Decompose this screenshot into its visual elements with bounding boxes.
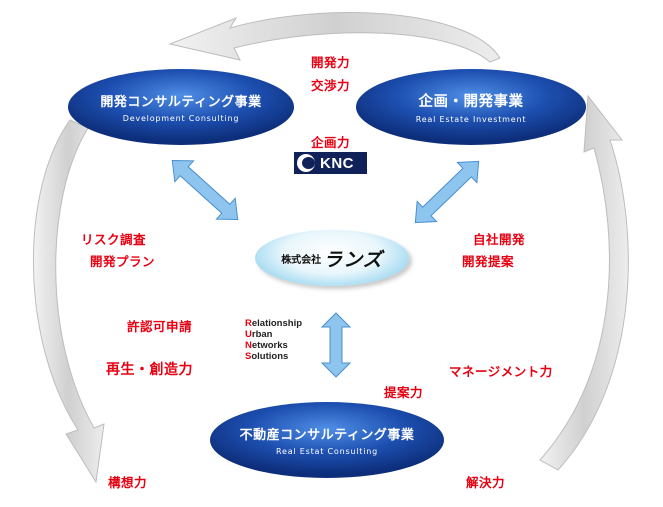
node-development-shape xyxy=(68,69,294,145)
cycle-arrow-left xyxy=(32,119,105,484)
center-company-name: ランズ xyxy=(323,248,383,271)
center-company-prefix: 株式会社 xyxy=(281,254,322,266)
knc-mark-icon xyxy=(297,154,315,172)
acronym-line: Urban xyxy=(245,329,273,340)
connector-arrow-right xyxy=(414,160,480,224)
label-kosho-ryoku: 交渉力 xyxy=(311,78,351,93)
connector-arrow-bottom xyxy=(320,312,352,378)
node-investment-title: 企画・開発事業 xyxy=(418,94,524,110)
label-kaiketsu-ryoku: 解決力 xyxy=(466,475,506,490)
node-investment-shape xyxy=(356,69,586,145)
acronym-list: Relationship Urban Networks Solutions xyxy=(245,318,302,362)
label-kikaku-ryoku: 企画力 xyxy=(311,135,351,150)
label-teian-ryoku: 提案力 xyxy=(384,385,424,400)
knc-logo-text: KNC xyxy=(320,154,354,172)
label-jisha-kaihatsu: 自社開発 xyxy=(473,232,526,247)
label-saisei: 再生・創造力 xyxy=(106,362,193,378)
acronym-line: Solutions xyxy=(245,351,289,362)
label-kaihatsu-teian: 開発提案 xyxy=(462,254,515,269)
node-investment-subtitle: Real Estate Investment xyxy=(415,115,527,124)
node-real-estate-shape xyxy=(210,402,444,478)
label-kaihatsu-ryoku: 開発力 xyxy=(311,55,351,70)
node-real-estate-subtitle: Real Estat Consulting xyxy=(275,447,379,456)
label-kaihatsu-plan: 開発プラン xyxy=(90,254,156,269)
node-development-title: 開発コンサルティング事業 xyxy=(100,95,262,110)
acronym-line: Networks xyxy=(245,340,288,351)
label-management: マネージメント力 xyxy=(449,364,553,379)
center-company: 株式会社 ランズ xyxy=(255,230,409,286)
node-development: 開発コンサルティング事業 Development Consulting xyxy=(68,69,294,145)
node-real-estate: 不動産コンサルティング事業 Real Estat Consulting xyxy=(210,402,444,478)
node-investment: 企画・開発事業 Real Estate Investment xyxy=(356,69,586,145)
label-risk-chosa: リスク調査 xyxy=(81,232,147,247)
node-development-subtitle: Development Consulting xyxy=(122,114,240,123)
cycle-arrow-top xyxy=(168,12,501,63)
cycle-arrow-right xyxy=(539,94,629,471)
node-real-estate-title: 不動産コンサルティング事業 xyxy=(239,428,415,443)
knc-logo: KNC xyxy=(294,152,367,174)
acronym-line: Relationship xyxy=(245,318,303,329)
connector-arrow-left xyxy=(171,160,239,220)
label-kyoninka: 許認可申請 xyxy=(127,319,193,334)
label-koso-ryoku: 構想力 xyxy=(108,475,148,490)
